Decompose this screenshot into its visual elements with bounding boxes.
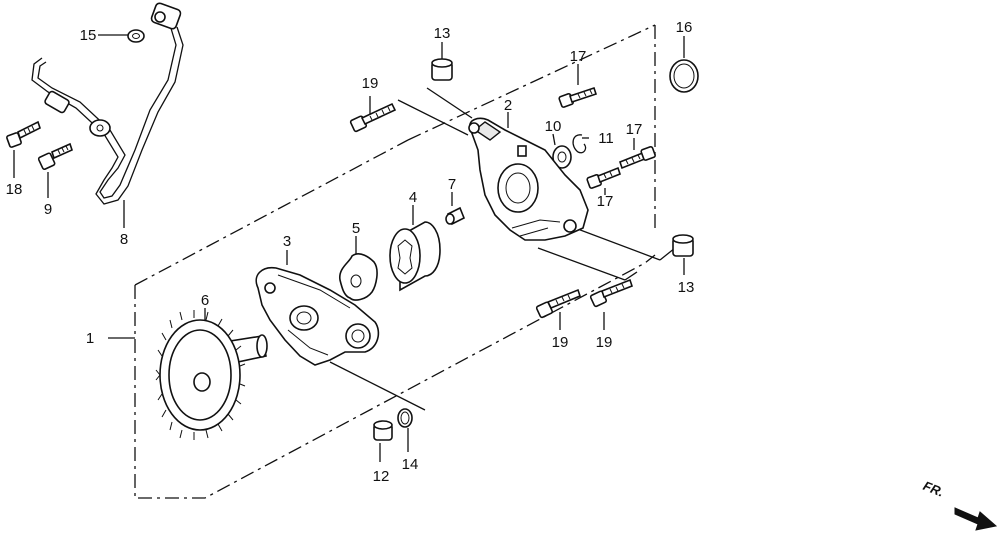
part-19-bolt-right <box>589 278 633 308</box>
part-3-pump-cover <box>255 266 380 366</box>
label-part-3: 3 <box>283 233 291 250</box>
part-4-outer-rotor <box>389 221 441 292</box>
label-part-7: 7 <box>448 176 456 193</box>
part-13-collar-top <box>431 58 453 81</box>
label-part-11: 11 <box>598 130 614 147</box>
front-label: FR. <box>921 478 946 500</box>
part-14-o-ring <box>397 408 413 428</box>
part-6-gear-shaft <box>155 310 268 440</box>
assembly-boundary <box>108 24 656 499</box>
part-19-bolt-top <box>349 102 397 133</box>
label-part-14: 14 <box>402 456 419 473</box>
label-part-1: 1 <box>86 330 94 347</box>
label-part-19-right: 19 <box>596 334 613 351</box>
label-part-13-right: 13 <box>678 279 695 296</box>
part-8-oil-pipe <box>31 2 184 205</box>
label-part-10: 10 <box>545 118 562 135</box>
label-part-6: 6 <box>201 292 209 309</box>
label-part-13-top: 13 <box>434 25 451 42</box>
label-part-17-middle: 17 <box>626 121 643 138</box>
part-10-seal <box>552 145 572 169</box>
part-12-collar <box>373 420 393 441</box>
label-part-17-top: 17 <box>570 48 587 65</box>
part-2-pump-body <box>468 117 589 241</box>
front-direction-indicator: FR. <box>921 478 998 531</box>
part-17-bolt-middle <box>619 146 656 170</box>
part-16-o-ring <box>669 59 699 93</box>
part-5-inner-rotor <box>339 253 378 301</box>
label-part-12: 12 <box>373 468 390 485</box>
label-part-9: 9 <box>44 201 52 218</box>
part-9-bolt <box>37 142 73 171</box>
label-part-18: 18 <box>6 181 23 198</box>
label-part-19-top: 19 <box>362 75 379 92</box>
front-arrow-icon <box>954 507 998 531</box>
part-11-clip <box>572 134 587 154</box>
part-17-bolt-top <box>558 86 598 108</box>
label-part-16: 16 <box>676 19 693 36</box>
label-part-17-lower: 17 <box>597 193 614 210</box>
label-part-2: 2 <box>504 97 512 114</box>
leader-lines <box>13 34 685 462</box>
part-19-bolt-left <box>535 288 581 319</box>
part-17-bolt-lower <box>586 166 621 189</box>
label-part-8: 8 <box>120 231 128 248</box>
label-part-4: 4 <box>409 189 417 206</box>
label-part-15: 15 <box>80 27 97 44</box>
part-7-pin <box>445 206 466 226</box>
part-15-washer <box>127 29 145 43</box>
part-13-collar-right <box>672 234 694 257</box>
callout-labels: 1 2 3 4 5 6 7 8 9 10 11 12 13 13 14 15 1… <box>6 19 695 485</box>
label-part-19-left: 19 <box>552 334 569 351</box>
part-18-bolt <box>6 120 41 148</box>
label-part-5: 5 <box>352 220 360 237</box>
